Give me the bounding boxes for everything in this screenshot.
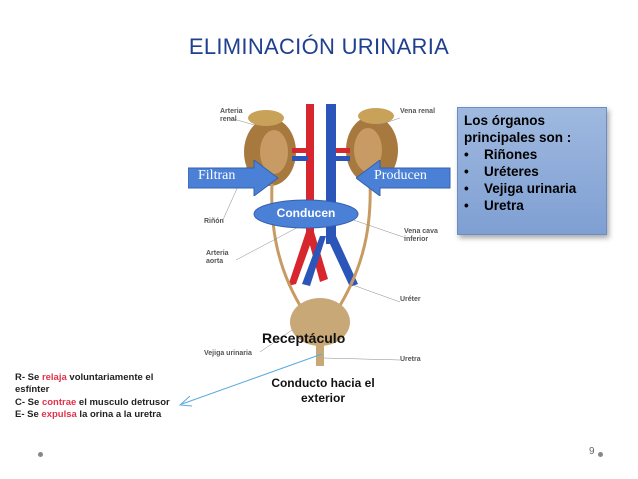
urinary-system-illustration: Arteria renal Vena renal Riñón Arteria a… [200,104,440,366]
note-r: R- Se relaja voluntariamente el esfínter [15,372,154,396]
filtran-arrow [188,160,279,196]
label-arteria-aorta: Arteria aorta [206,250,229,265]
right-ureter [334,181,372,313]
left-ureter [270,183,306,313]
pointer-arrow [178,353,323,407]
label-ureter: Uréter [400,296,421,303]
organs-heading: Los órganos principales son : [464,113,572,145]
label-uretra: Uretra [400,356,421,363]
label-vena-cava: Vena cava inferior [404,228,438,243]
label-arteria-renal: Arteria renal [220,108,243,123]
rce-notes: R- Se relaja voluntariamente el esfínter… [15,372,185,421]
bladder [290,298,350,346]
label-rinon: Riñón [204,218,224,225]
organ-item: Riñones [464,146,600,163]
footer-dot-right [598,452,603,457]
conducen-ellipse [253,199,359,229]
note-e: E- Se expulsa la orina a la uretra [15,408,162,420]
producen-arrow [356,160,451,196]
urinary-system-drawing [200,104,440,366]
page-number: 9 [589,446,595,457]
conducto-label: Conducto hacia el exterior [271,376,375,405]
receptaculo-label: Receptáculo [262,330,346,346]
vena-cava-vessel [326,104,358,287]
conducen-label: Conducen [276,206,336,220]
label-vejiga: Vejiga urinaria [204,350,252,357]
organ-item: Uretra [464,197,600,214]
filtran-label: Filtran [198,168,236,183]
footer-dot-left [38,452,43,457]
organ-item: Vejiga urinaria [464,180,600,197]
organs-list: Riñones Uréteres Vejiga urinaria Uretra [464,146,600,214]
note-c: C- Se contrae el musculo detrusor [15,396,170,408]
label-vena-renal: Vena renal [400,108,436,115]
slide-title: ELIMINACIÓN URINARIA [188,34,450,59]
organs-box: Los órganos principales son : Riñones Ur… [457,107,607,235]
producen-label: Producen [374,168,427,183]
organ-item: Uréteres [464,163,600,180]
